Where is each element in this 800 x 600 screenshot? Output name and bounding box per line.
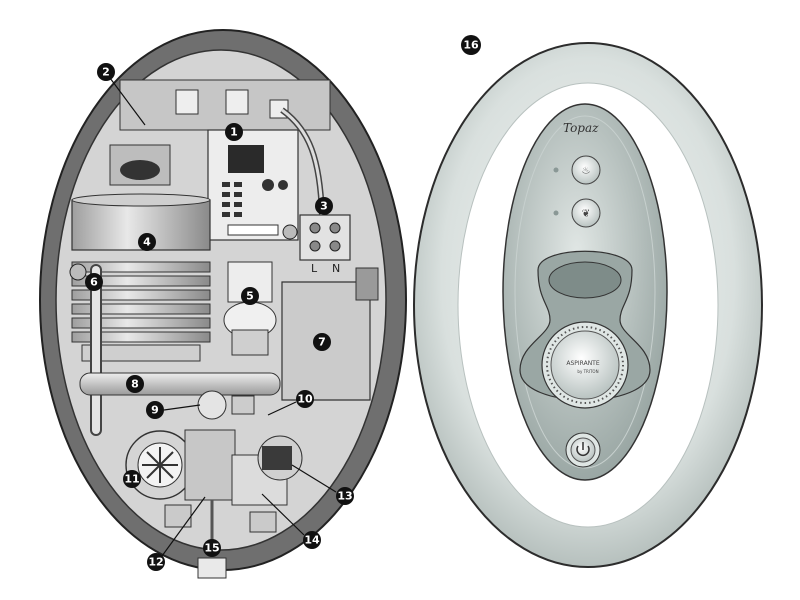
- power-icon: [576, 445, 590, 456]
- open-unit: L N: [39, 29, 407, 579]
- callout-14: 14: [303, 531, 321, 549]
- svg-text:10: 10: [297, 393, 313, 406]
- svg-text:7: 7: [318, 336, 326, 349]
- display-window: [548, 261, 622, 299]
- leaf-icon: ❦: [582, 209, 590, 220]
- heat-led: [553, 167, 559, 173]
- callout-4: 4: [138, 233, 156, 251]
- callout-1: 1: [225, 123, 243, 141]
- horizontal-pipe: [79, 372, 281, 396]
- svg-text:11: 11: [124, 473, 139, 486]
- mains-terminal-block: [299, 214, 351, 261]
- svg-text:9: 9: [151, 404, 159, 417]
- eco-led: [553, 210, 559, 216]
- terminal-live-label: L: [311, 262, 318, 275]
- callout-16: 16: [461, 35, 481, 55]
- dial-brand: ASPIRANTE: [566, 360, 599, 367]
- callout-8: 8: [126, 375, 144, 393]
- terminal-block-top-mid: [225, 89, 249, 115]
- callout-3: 3: [315, 197, 333, 215]
- front-cover: Topaz ♨ ❦ ASPIRANTE by TRITON: [413, 42, 763, 568]
- svg-text:14: 14: [304, 534, 320, 547]
- svg-text:8: 8: [131, 378, 139, 391]
- heat-icon: ♨: [582, 166, 591, 177]
- terminal-neutral-label: N: [332, 262, 340, 275]
- svg-text:12: 12: [148, 556, 163, 569]
- earth-terminal: [282, 224, 298, 240]
- heater-base: [81, 344, 201, 362]
- svg-text:15: 15: [204, 542, 219, 555]
- svg-text:4: 4: [143, 236, 151, 249]
- svg-text:6: 6: [90, 276, 98, 289]
- dial-sub: by TRITON: [577, 369, 598, 374]
- callout-11: 11: [123, 470, 141, 488]
- callout-12: 12: [147, 553, 165, 571]
- outlet-housing: [184, 429, 236, 501]
- pressure-relief-device: [197, 390, 227, 420]
- bottom-inlet-fitting: [197, 557, 227, 579]
- svg-text:5: 5: [246, 290, 254, 303]
- callout-7: 7: [313, 333, 331, 351]
- pcb-connector-strip: [227, 224, 279, 236]
- svg-text:3: 3: [320, 200, 328, 213]
- svg-text:16: 16: [463, 39, 479, 52]
- callout-2: 2: [97, 63, 115, 81]
- eco-mode-button[interactable]: ❦: [571, 198, 601, 228]
- power-button[interactable]: [565, 432, 601, 468]
- bottom-cable-entry: [164, 504, 192, 528]
- heater-fins: [71, 261, 211, 343]
- callout-6: 6: [85, 273, 103, 291]
- brand-logo: Topaz: [563, 121, 599, 135]
- callout-9: 9: [146, 401, 164, 419]
- temperature-dial[interactable]: ASPIRANTE by TRITON: [541, 321, 629, 409]
- heat-mode-button[interactable]: ♨: [571, 155, 601, 185]
- callout-10: 10: [296, 390, 314, 408]
- pipe-clip: [69, 263, 87, 281]
- callout-5: 5: [241, 287, 259, 305]
- pcb-components: [222, 179, 288, 217]
- svg-text:13: 13: [337, 490, 352, 503]
- terminal-block-top-left: [175, 89, 199, 115]
- svg-text:2: 2: [102, 66, 110, 79]
- svg-text:1: 1: [230, 126, 238, 139]
- callout-13: 13: [336, 487, 354, 505]
- pcb-chip: [228, 145, 264, 173]
- callout-15: 15: [203, 539, 221, 557]
